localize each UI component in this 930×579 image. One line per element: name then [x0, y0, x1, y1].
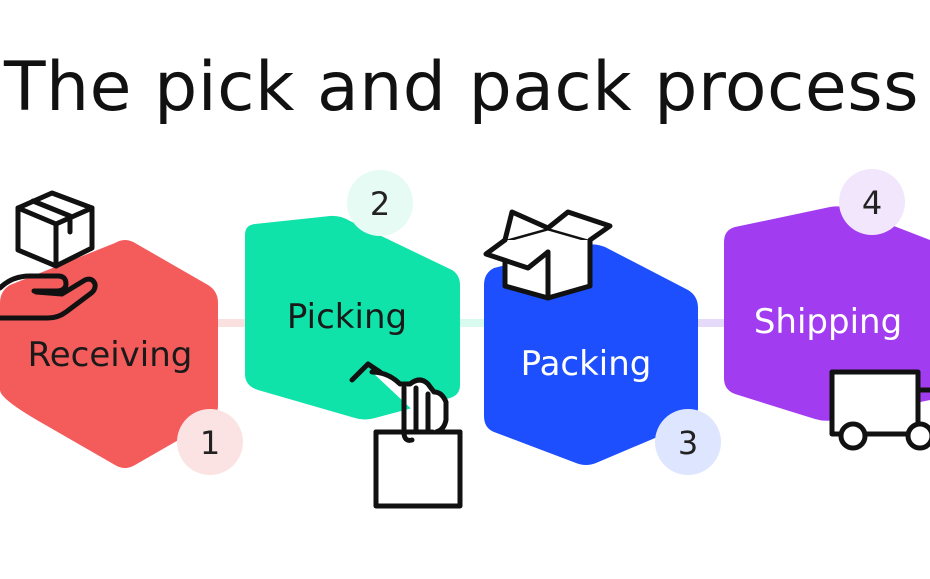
step-badge-4: [839, 169, 905, 235]
step-number-2: 2: [370, 185, 390, 223]
hexagon-shipping: [724, 206, 930, 421]
step-number-1: 1: [200, 424, 220, 462]
hexagon-packing: [484, 244, 698, 465]
step-label-packing: Packing: [521, 344, 652, 384]
step-receiving: Receiving 1: [0, 190, 243, 475]
step-number-4: 4: [862, 184, 882, 222]
connector-1-2: [210, 319, 255, 327]
hand-picking-box-icon: [349, 361, 463, 509]
step-number-3: 3: [678, 424, 698, 462]
connector-2-3: [452, 319, 497, 327]
step-label-shipping: Shipping: [754, 302, 902, 342]
step-packing: Packing 3: [483, 209, 721, 475]
page-title: The pick and pack process: [4, 48, 920, 127]
truck-icon: [829, 369, 930, 451]
step-picking: Picking 2: [245, 170, 463, 509]
step-label-picking: Picking: [287, 297, 407, 337]
open-box-icon: [483, 209, 613, 301]
step-badge-1: [177, 409, 243, 475]
box-on-hand-icon: [0, 190, 98, 321]
step-badge-2: [347, 170, 413, 236]
step-shipping: Shipping 4: [724, 169, 930, 451]
hexagon-receiving: [0, 240, 218, 468]
step-label-receiving: Receiving: [28, 335, 193, 375]
step-badge-3: [655, 409, 721, 475]
hexagon-picking: [245, 215, 460, 420]
connector-3-4: [690, 319, 735, 327]
